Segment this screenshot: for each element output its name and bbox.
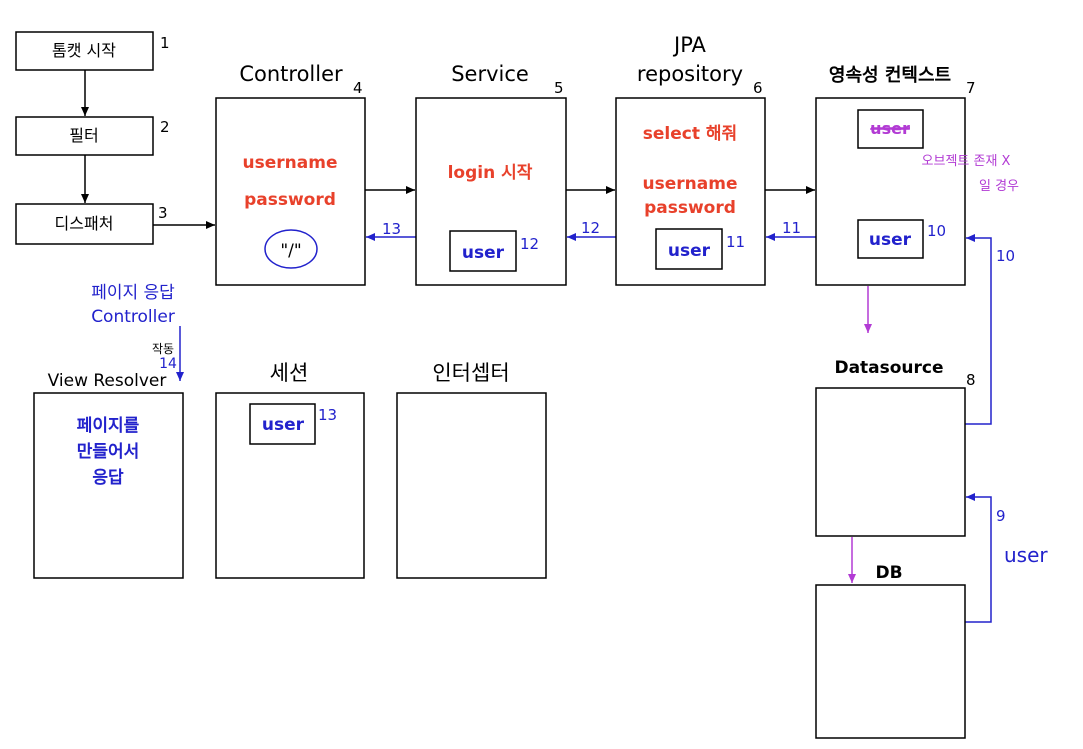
step-1-number: 1 [160,34,170,52]
service-number: 5 [554,79,564,97]
arrow-11-label: 11 [782,219,801,237]
context-note-line2: 일 경우 [979,179,1019,194]
arrow-datasource-context [965,234,992,425]
arrow-9-label: 9 [996,507,1006,525]
arrow-10-label: 10 [996,247,1015,265]
tomcat-label: 톰캣 시작 [52,41,116,60]
step-3-number: 3 [158,204,168,222]
context-user-label: user [869,230,912,250]
db-box [815,584,966,739]
viewresolver-line2: 만들어서 [77,442,140,462]
context-strike-user-box [857,109,924,149]
response-action: 작동 [152,342,174,356]
jpa-username: username [643,174,738,194]
response-line2: Controller [91,307,175,327]
db-title: DB [875,563,902,583]
response-14-number: 14 [159,356,177,372]
interceptor-box [396,392,547,579]
service-title: Service [451,62,529,86]
controller-title: Controller [239,62,343,86]
dispatcher-label: 디스패처 [55,214,114,233]
jpa-11-number: 11 [726,233,745,251]
context-10-number: 10 [927,222,946,240]
response-line1: 페이지 응답 [91,283,175,303]
session-user-box [249,403,316,445]
step-2-number: 2 [160,118,170,136]
arrow-db-datasource [965,493,992,623]
viewresolver-line3: 응답 [92,468,124,488]
filter-box [15,116,154,156]
jpa-password: password [644,198,736,218]
service-user-box [449,230,517,272]
controller-number: 4 [353,79,363,97]
route-ellipse [264,229,318,269]
context-number: 7 [966,79,976,97]
dispatcher-box [15,203,154,245]
context-user-box [857,219,924,259]
viewresolver-box [33,392,184,579]
controller-username: username [243,153,338,173]
service-12-number: 12 [520,235,539,253]
jpa-title-line2: repository [637,62,743,86]
jpa-number: 6 [753,79,763,97]
datasource-number: 8 [966,371,976,389]
arrow-13-label: 13 [382,220,401,238]
viewresolver-title: View Resolver [48,371,167,391]
context-title: 영속성 컨텍스트 [829,65,951,86]
jpa-user-label: user [668,241,711,261]
service-login-text: login 시작 [448,163,533,183]
filter-label: 필터 [69,126,98,145]
session-13-number: 13 [318,406,337,424]
route-label: "/" [280,241,301,261]
jpa-user-box [655,228,723,270]
service-user-label: user [462,243,505,263]
interceptor-title: 인터셉터 [432,361,509,385]
arrow-12-label: 12 [581,219,600,237]
session-title: 세션 [270,361,309,385]
arrow-user-label: user [1004,543,1048,567]
jpa-select-text: select 해줘 [643,124,737,144]
session-user-label: user [262,415,305,435]
jpa-title-line1: JPA [672,33,707,57]
datasource-title: Datasource [834,358,943,378]
datasource-box [815,387,966,537]
context-note-line1: 오브젝트 존재 X [922,154,1011,169]
viewresolver-line1: 페이지를 [77,416,140,436]
controller-password: password [244,190,336,210]
tomcat-box [15,31,154,71]
